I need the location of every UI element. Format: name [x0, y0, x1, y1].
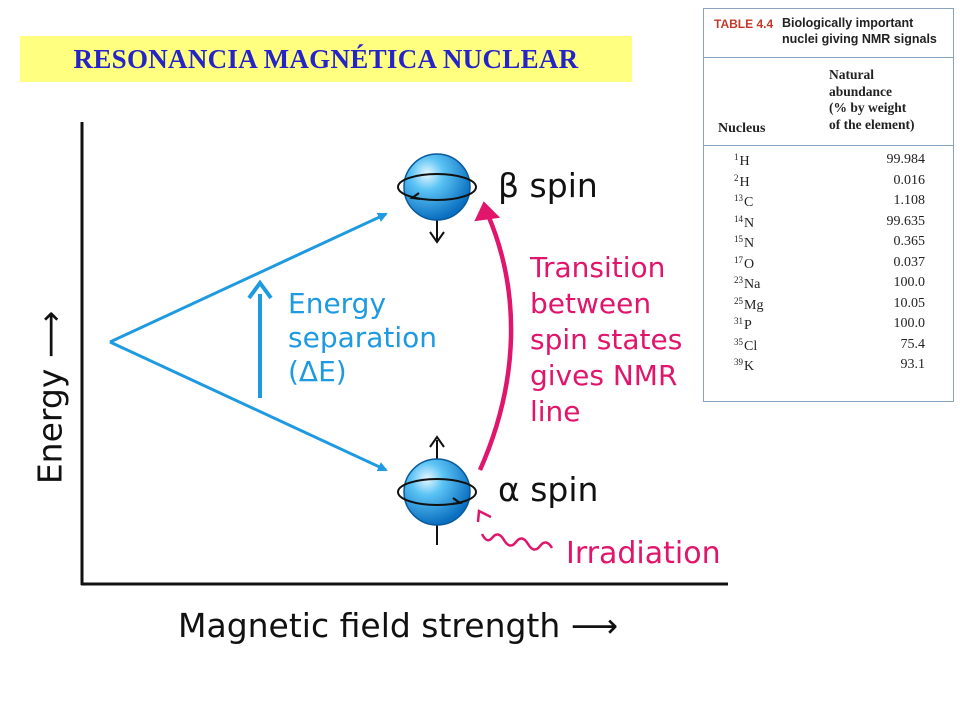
- table-header: TABLE 4.4 Biologically important nuclei …: [704, 9, 953, 58]
- energy-separation-label: Energy separation (ΔE): [288, 287, 438, 388]
- transition-arrow: [477, 214, 514, 471]
- nmr-nuclei-table: TABLE 4.4 Biologically important nuclei …: [703, 8, 954, 402]
- abundance-cell: 100.0: [893, 316, 926, 331]
- nucleus-cell: 17O: [734, 254, 755, 272]
- abundance-cell: 99.635: [886, 213, 926, 229]
- abundance-cell: 100.0: [893, 275, 926, 290]
- nucleus-cell: 1H: [734, 152, 750, 169]
- abundance-cell: 0.037: [893, 254, 926, 270]
- split-line-upper: [109, 212, 388, 344]
- irradiation-wave: [480, 533, 554, 551]
- table-row: 2H 0.016: [704, 173, 953, 194]
- nucleus-cell: 23Na: [734, 275, 761, 292]
- beta-spin-label: β spin: [498, 166, 598, 205]
- x-axis-label: Magnetic field strength ⟶: [178, 606, 619, 645]
- nucleus-cell: 39K: [734, 357, 755, 374]
- table-row: 15N 0.365: [704, 234, 953, 255]
- abundance-cell: 0.016: [893, 172, 926, 188]
- abundance-cell: 0.365: [893, 234, 926, 249]
- split-line-lower: [109, 340, 388, 472]
- table-body: 1H 99.984 2H 0.016 13C 1.108 14N 99.635 15N 0.365…: [704, 152, 953, 378]
- irradiation-label: Irradiation: [566, 536, 721, 571]
- transition-label: Transition between spin states gives NMR…: [530, 251, 683, 428]
- alpha-spin-sphere: [397, 435, 477, 545]
- title-banner: RESONANCIA MAGNÉTICA NUCLEAR: [20, 36, 632, 82]
- nucleus-cell: 13C: [734, 193, 754, 210]
- column-header-abundance: Natural abundance (% by weight of the el…: [829, 67, 915, 132]
- beta-spin-sphere: [397, 153, 477, 244]
- table-row: 25Mg 10.05: [704, 296, 953, 317]
- table-row: 31P 100.0: [704, 316, 953, 337]
- abundance-cell: 93.1: [900, 357, 926, 372]
- abundance-cell: 1.108: [893, 193, 926, 208]
- nucleus-cell: 35Cl: [734, 336, 758, 354]
- table-tag: TABLE 4.4: [714, 17, 774, 31]
- table-caption: Biologically important nuclei giving NMR…: [782, 16, 937, 46]
- table-row: 14N 99.635: [704, 214, 953, 235]
- y-axis-label: Energy ⟶: [30, 310, 70, 485]
- table-row: 1H 99.984: [704, 152, 953, 173]
- abundance-cell: 10.05: [893, 295, 926, 311]
- abundance-cell: 99.984: [886, 152, 926, 167]
- table-row: 17O 0.037: [704, 255, 953, 276]
- nucleus-cell: 14N: [734, 213, 755, 231]
- nucleus-cell: 15N: [734, 234, 755, 251]
- nucleus-cell: 25Mg: [734, 295, 764, 313]
- column-header-nucleus: Nucleus: [718, 121, 766, 136]
- page-title: RESONANCIA MAGNÉTICA NUCLEAR: [73, 43, 579, 74]
- abundance-cell: 75.4: [900, 336, 926, 352]
- table-divider: [704, 145, 953, 146]
- table-row: 39K 93.1: [704, 357, 953, 378]
- table-row: 23Na 100.0: [704, 275, 953, 296]
- table-row: 13C 1.108: [704, 193, 953, 214]
- nucleus-cell: 31P: [734, 316, 752, 333]
- nucleus-cell: 2H: [734, 172, 750, 190]
- table-row: 35Cl 75.4: [704, 337, 953, 358]
- alpha-spin-label: α spin: [498, 470, 599, 509]
